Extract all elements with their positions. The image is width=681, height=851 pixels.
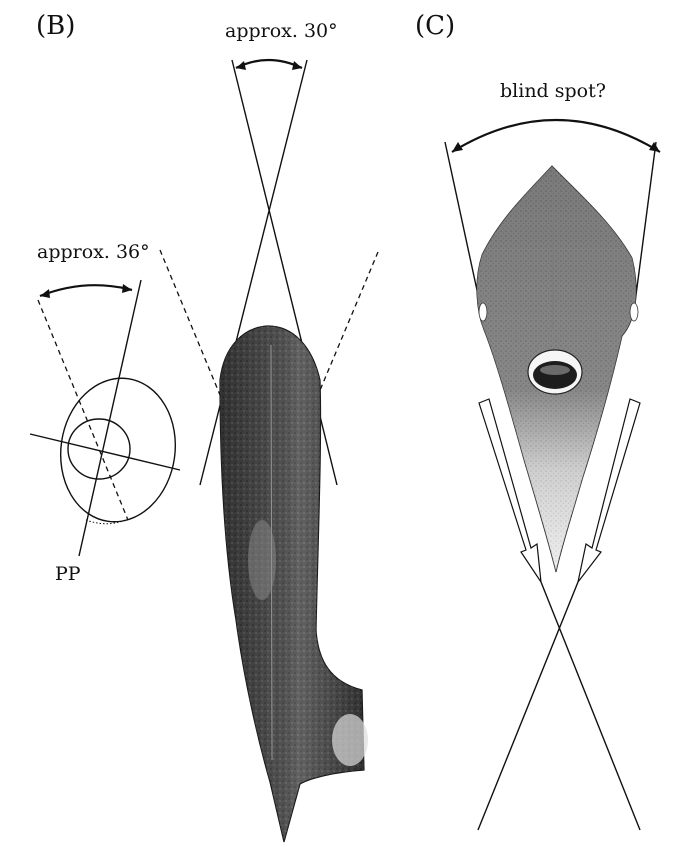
right-eye [630, 303, 638, 321]
angle-label-36: approx. 36° [37, 241, 150, 263]
arrowhead-icon [236, 61, 246, 70]
dashed-line-right [318, 252, 378, 395]
cross-line-right [478, 582, 578, 830]
panel-b-label: (B) [36, 11, 75, 41]
angle-arc-30 [236, 60, 302, 68]
mouth-highlight [540, 365, 570, 375]
fish-body-texture [220, 326, 364, 842]
fish-body-highlight [248, 520, 276, 600]
arrowhead-icon [40, 289, 50, 298]
left-eye [479, 303, 487, 321]
fish-head-view [477, 166, 638, 572]
pp-label: PP [55, 563, 81, 585]
panel-c-label: (C) [415, 11, 455, 41]
dashed-line-left [160, 250, 220, 395]
panel-b: (B) approx. 30° approx. 36° PP [30, 11, 378, 842]
arrowhead-icon [292, 61, 302, 70]
cross-line-left [541, 582, 640, 830]
pupil-axis-line [79, 280, 141, 556]
blind-spot-arc [452, 120, 660, 152]
angle-arc-36 [40, 285, 132, 296]
blind-spot-label: blind spot? [500, 80, 606, 102]
eye-dashed-line [38, 300, 128, 520]
eye-outline [52, 371, 185, 529]
angle-label-30: approx. 30° [225, 20, 338, 42]
fish-body-dorsal [220, 326, 368, 842]
panel-c: (C) blind spot? [415, 11, 660, 830]
fish-fin-highlight [332, 714, 368, 766]
eye-schematic [30, 280, 184, 556]
